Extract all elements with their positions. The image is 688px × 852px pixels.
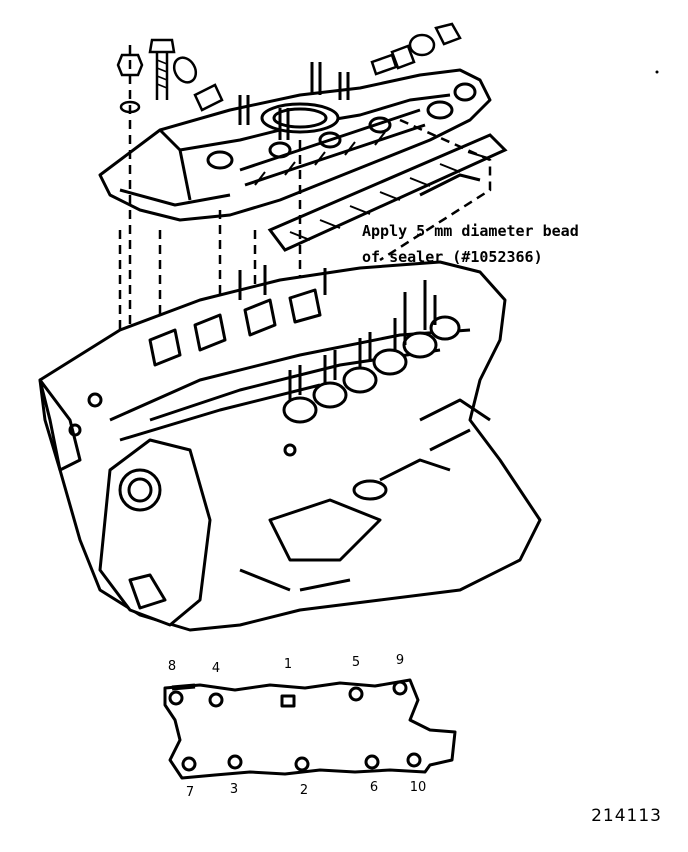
bolt-hole-9	[392, 680, 408, 696]
torque-sequence-gasket	[163, 678, 457, 780]
sequence-number: 7	[185, 785, 195, 800]
sealer-instruction-line-1: Apply 5 mm diameter bead	[362, 222, 579, 240]
bolt-hole-7	[181, 756, 197, 772]
bolt-nut-washer-hardware	[116, 38, 224, 114]
sequence-number: 8	[167, 659, 177, 674]
engine-block	[38, 260, 542, 632]
bolt-hole-10	[406, 752, 422, 768]
bolt-hole-8	[168, 690, 184, 706]
sealer-instruction-line-2: of sealer (#1052366)	[362, 248, 543, 266]
bolt-hole-1	[280, 694, 296, 708]
bolt-hole-2	[294, 756, 310, 772]
sequence-number: 1	[283, 657, 293, 672]
figure-number: 214113	[591, 806, 662, 826]
sequence-number: 6	[369, 780, 379, 795]
sequence-number: 4	[211, 661, 221, 676]
bolt-hole-3	[227, 754, 243, 770]
sequence-number: 9	[395, 653, 405, 668]
bolt-hole-6	[364, 754, 380, 770]
sequence-number: 10	[409, 780, 427, 795]
sensor-fitting-hardware	[370, 22, 462, 76]
bolt-hole-5	[348, 686, 364, 702]
sequence-number: 2	[299, 783, 309, 798]
sequence-number: 3	[229, 782, 239, 797]
bolt-hole-4	[208, 692, 224, 708]
sequence-number: 5	[351, 655, 361, 670]
intake-manifold	[98, 62, 492, 222]
